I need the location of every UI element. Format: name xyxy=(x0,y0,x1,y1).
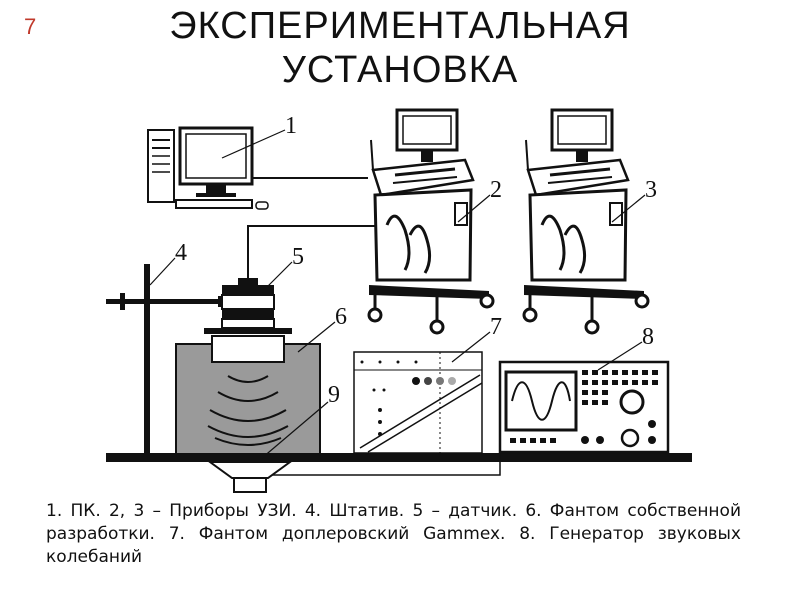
leader-line xyxy=(297,321,336,353)
title-line-1: ЭКСПЕРИМЕНТАЛЬНАЯ xyxy=(169,5,631,47)
emitter-funnel-icon xyxy=(206,461,294,493)
callout-1: 1 xyxy=(285,113,297,139)
probe-icon xyxy=(204,278,292,334)
phantom-tank-icon xyxy=(175,335,321,455)
callout-6: 6 xyxy=(335,304,347,330)
leader-line xyxy=(611,194,646,223)
setup-diagram: 1 2 3 4 5 6 7 8 9 xyxy=(106,108,692,493)
base-table xyxy=(106,453,692,462)
leader-line xyxy=(451,331,491,363)
ultrasound-device-icon xyxy=(367,108,495,335)
ultrasound-device-icon xyxy=(522,108,650,335)
leader-line xyxy=(457,194,491,223)
callout-3: 3 xyxy=(645,177,657,203)
leader-line xyxy=(149,257,176,286)
signal-generator-icon xyxy=(498,360,670,454)
callout-8: 8 xyxy=(642,324,654,350)
callout-7: 7 xyxy=(490,314,502,340)
cable-probe-to-us xyxy=(247,225,375,278)
leader-line xyxy=(221,129,286,159)
slide-number: 7 xyxy=(24,14,37,39)
callout-2: 2 xyxy=(490,177,502,203)
leader-line xyxy=(261,261,293,293)
pc-icon xyxy=(147,126,269,210)
callout-4: 4 xyxy=(175,240,187,266)
callout-9: 9 xyxy=(328,382,340,408)
title-line-2: УСТАНОВКА xyxy=(281,49,519,91)
leader-line xyxy=(597,341,643,371)
page-title: ЭКСПЕРИМЕНТАЛЬНАЯ УСТАНОВКА xyxy=(130,4,670,92)
doppler-phantom-icon xyxy=(353,351,483,454)
callout-5: 5 xyxy=(292,244,304,270)
figure-caption: 1. ПК. 2, 3 – Приборы УЗИ. 4. Штатив. 5 … xyxy=(46,501,741,567)
leader-line xyxy=(261,401,329,459)
